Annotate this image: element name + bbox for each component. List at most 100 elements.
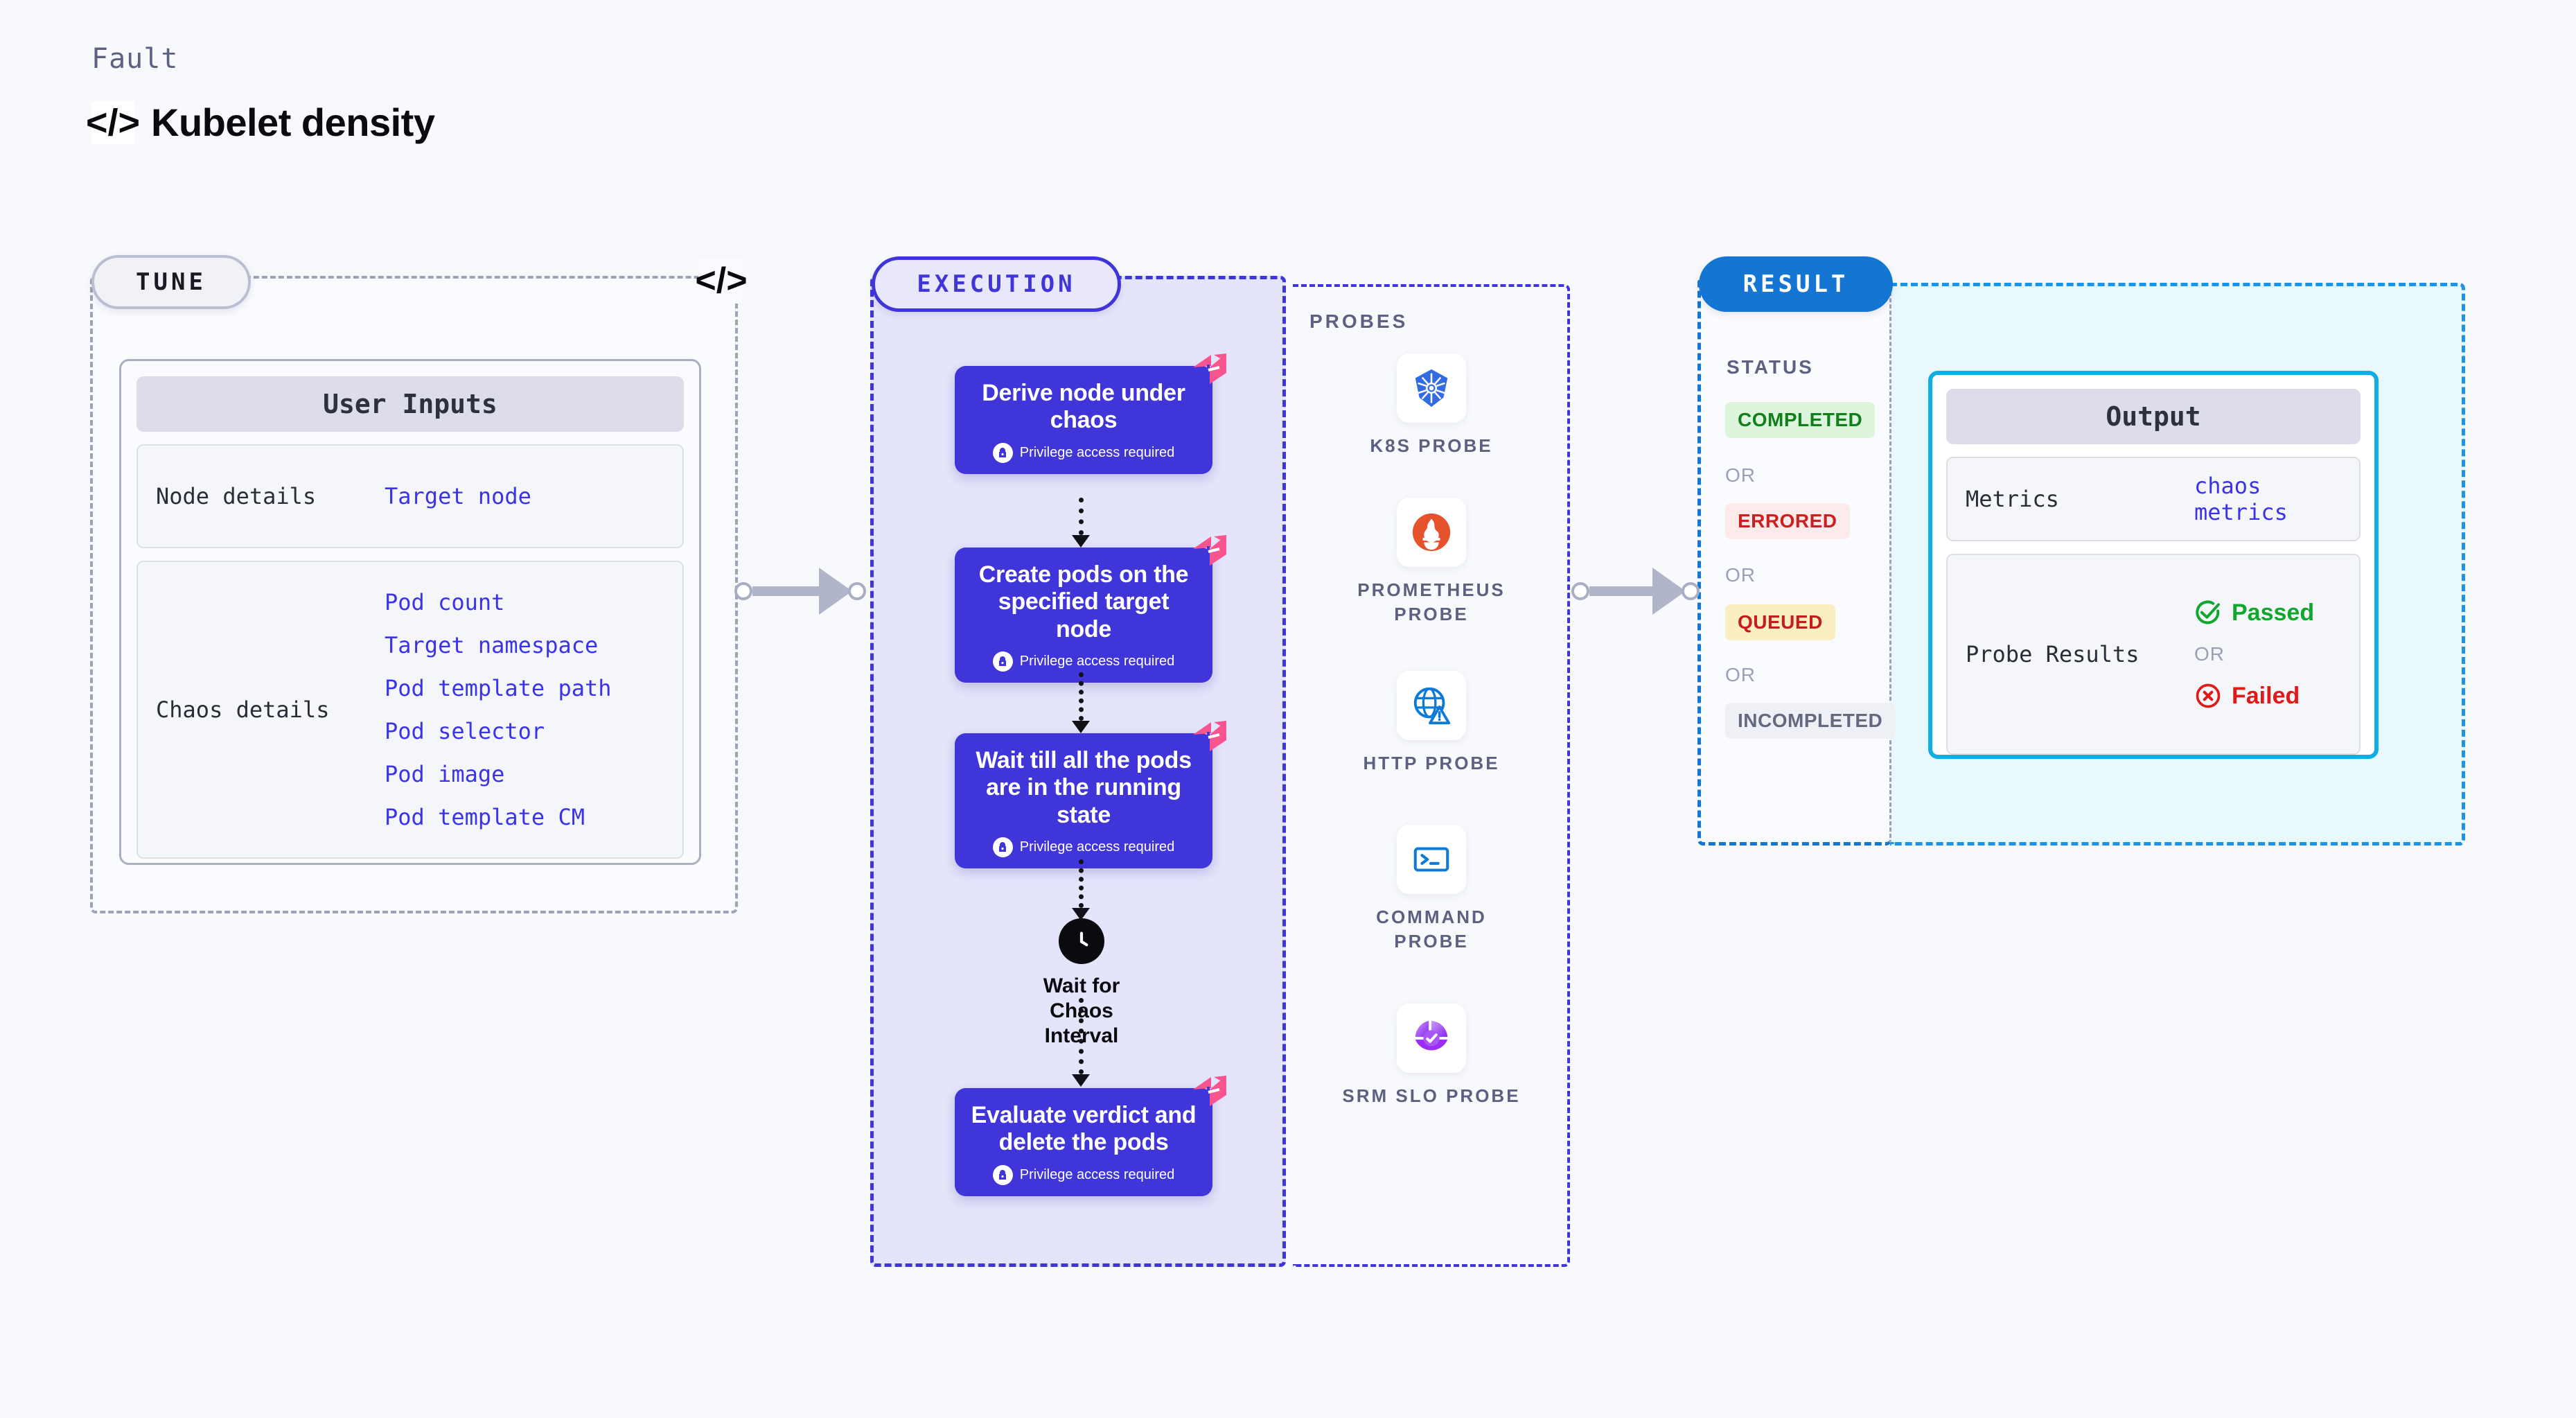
- probe-label: PROMETHEUS PROBE: [1357, 579, 1506, 625]
- input-target-node[interactable]: Target node: [385, 483, 531, 509]
- probe-item-http[interactable]: HTTP PROBE: [1341, 671, 1521, 776]
- arrow-tip-icon: [1072, 908, 1090, 920]
- step-title: Create pods on the specified target node: [978, 561, 1189, 642]
- probe-label: SRM SLO PROBE: [1342, 1085, 1521, 1106]
- or-separator: OR: [1725, 664, 1756, 685]
- arrow-stem: [1078, 672, 1084, 721]
- connector-line: [1589, 586, 1655, 596]
- probe-item-command[interactable]: COMMAND PROBE: [1341, 825, 1521, 954]
- check-circle-icon: [2196, 600, 2220, 624]
- step-privilege-note: Privilege access required: [970, 651, 1197, 672]
- step-connector-arrow: [1072, 859, 1090, 920]
- probe-result-passed: Passed: [2194, 599, 2314, 627]
- connector-line: [752, 586, 822, 596]
- harness-badge-icon: [1193, 1076, 1226, 1106]
- node-details-group: Node details Target node: [136, 444, 684, 548]
- step-connector-arrow: [1072, 672, 1090, 733]
- input-pod-template-cm[interactable]: Pod template CM: [385, 804, 585, 830]
- status-badge-queued: QUEUED: [1725, 604, 1835, 640]
- execution-panel-pill[interactable]: EXECUTION: [872, 256, 1121, 312]
- execution-step-card[interactable]: Evaluate verdict and delete the pods Pri…: [955, 1076, 1226, 1196]
- arrow-tip-icon: [1072, 1074, 1090, 1087]
- title-row: </> Kubelet density: [86, 100, 435, 145]
- tune-panel-pill[interactable]: TUNE: [91, 255, 251, 309]
- probe-item-prometheus[interactable]: PROMETHEUS PROBE: [1341, 498, 1521, 627]
- step-privilege-label: Privilege access required: [1019, 1166, 1175, 1182]
- connector-end-dot: [848, 582, 866, 600]
- result-panel: [1697, 277, 1891, 846]
- chaos-details-values: Pod count Target namespace Pod template …: [385, 589, 612, 830]
- probe-results-group: Probe Results Passed OR Failed: [1946, 554, 2361, 755]
- input-pod-image[interactable]: Pod image: [385, 761, 505, 787]
- execution-step-card[interactable]: Create pods on the specified target node…: [955, 535, 1226, 683]
- fault-kicker: Fault: [91, 43, 179, 75]
- probe-label: K8S PROBE: [1370, 435, 1493, 456]
- user-inputs-card: User Inputs Node details Target node Cha…: [119, 359, 701, 865]
- x-circle-icon: [2196, 683, 2221, 708]
- input-pod-count[interactable]: Pod count: [385, 589, 505, 615]
- probes-panel: [1293, 284, 1570, 1267]
- harness-badge-icon: [1193, 353, 1226, 384]
- or-separator: OR: [1725, 464, 1756, 486]
- step-connector-arrow: [1072, 998, 1090, 1087]
- page-title: Kubelet density: [151, 100, 435, 144]
- probe-result-failed: Failed: [2194, 682, 2314, 710]
- input-pod-template-path[interactable]: Pod template path: [385, 675, 612, 701]
- harness-badge-icon: [1193, 721, 1226, 751]
- input-pod-selector[interactable]: Pod selector: [385, 718, 545, 744]
- connector-start-dot: [734, 582, 752, 600]
- node-details-label: Node details: [156, 483, 317, 509]
- chaos-details-group: Chaos details Pod count Target namespace…: [136, 561, 684, 859]
- clock-icon: [1059, 918, 1104, 964]
- lock-icon: [992, 442, 1013, 463]
- arrow-stem: [1078, 498, 1084, 535]
- kubernetes-icon: [1397, 353, 1466, 423]
- metrics-values: chaos metrics: [2194, 473, 2341, 525]
- execution-step-card[interactable]: Wait till all the pods are in the runnin…: [955, 721, 1226, 869]
- probe-label: COMMAND PROBE: [1376, 907, 1487, 952]
- lock-icon: [992, 837, 1013, 858]
- arrow-stem: [1078, 998, 1084, 1074]
- chaos-details-label: Chaos details: [156, 697, 330, 723]
- globe-warning-icon: [1397, 671, 1466, 740]
- passed-label: Passed: [2232, 599, 2315, 626]
- prometheus-icon: [1397, 498, 1466, 567]
- probe-item-srm-slo[interactable]: SRM SLO PROBE: [1341, 1004, 1521, 1108]
- execution-step-card[interactable]: Derive node under chaos Privilege access…: [955, 353, 1226, 474]
- status-badge-completed: COMPLETED: [1725, 402, 1876, 438]
- or-separator: OR: [1725, 564, 1756, 586]
- probe-item-k8s[interactable]: K8S PROBE: [1341, 353, 1521, 458]
- arrow-tip-icon: [1072, 721, 1090, 733]
- terminal-icon: [1397, 825, 1466, 894]
- output-card: Output Metrics chaos metrics Probe Resul…: [1928, 371, 2379, 759]
- status-title: STATUS: [1727, 356, 1814, 378]
- probe-results-label: Probe Results: [1966, 641, 2140, 667]
- step-title: Derive node under chaos: [982, 380, 1185, 434]
- step-title: Wait till all the pods are in the runnin…: [976, 747, 1192, 828]
- input-target-namespace[interactable]: Target namespace: [385, 632, 599, 658]
- failed-label: Failed: [2232, 682, 2300, 709]
- connector-arrowhead-icon: [819, 568, 852, 615]
- status-badge-errored: ERRORED: [1725, 503, 1850, 539]
- code-divider-icon: </>: [695, 258, 748, 304]
- step-privilege-note: Privilege access required: [970, 837, 1197, 858]
- step-privilege-label: Privilege access required: [1019, 654, 1175, 669]
- lock-icon: [992, 651, 1013, 672]
- probes-title: PROBES: [1309, 310, 1409, 332]
- result-panel-pill[interactable]: RESULT: [1699, 256, 1893, 312]
- connector-start-dot: [1571, 582, 1589, 600]
- probe-results-values: Passed OR Failed: [2194, 599, 2314, 710]
- page-header: Fault </> Kubelet density: [86, 43, 435, 145]
- user-inputs-header: User Inputs: [136, 376, 684, 432]
- step-privilege-note: Privilege access required: [970, 1164, 1197, 1185]
- step-privilege-label: Privilege access required: [1019, 839, 1175, 855]
- status-badge-incompleted: INCOMPLETED: [1725, 703, 1896, 739]
- metrics-group: Metrics chaos metrics: [1946, 457, 2361, 541]
- output-card-header: Output: [1946, 389, 2361, 444]
- connector-tune-to-execution: [734, 568, 866, 615]
- arrow-stem: [1078, 859, 1084, 908]
- metrics-value[interactable]: chaos metrics: [2194, 473, 2288, 525]
- arrow-tip-icon: [1072, 535, 1090, 548]
- srm-slo-icon: [1397, 1004, 1466, 1073]
- metrics-label: Metrics: [1966, 486, 2059, 512]
